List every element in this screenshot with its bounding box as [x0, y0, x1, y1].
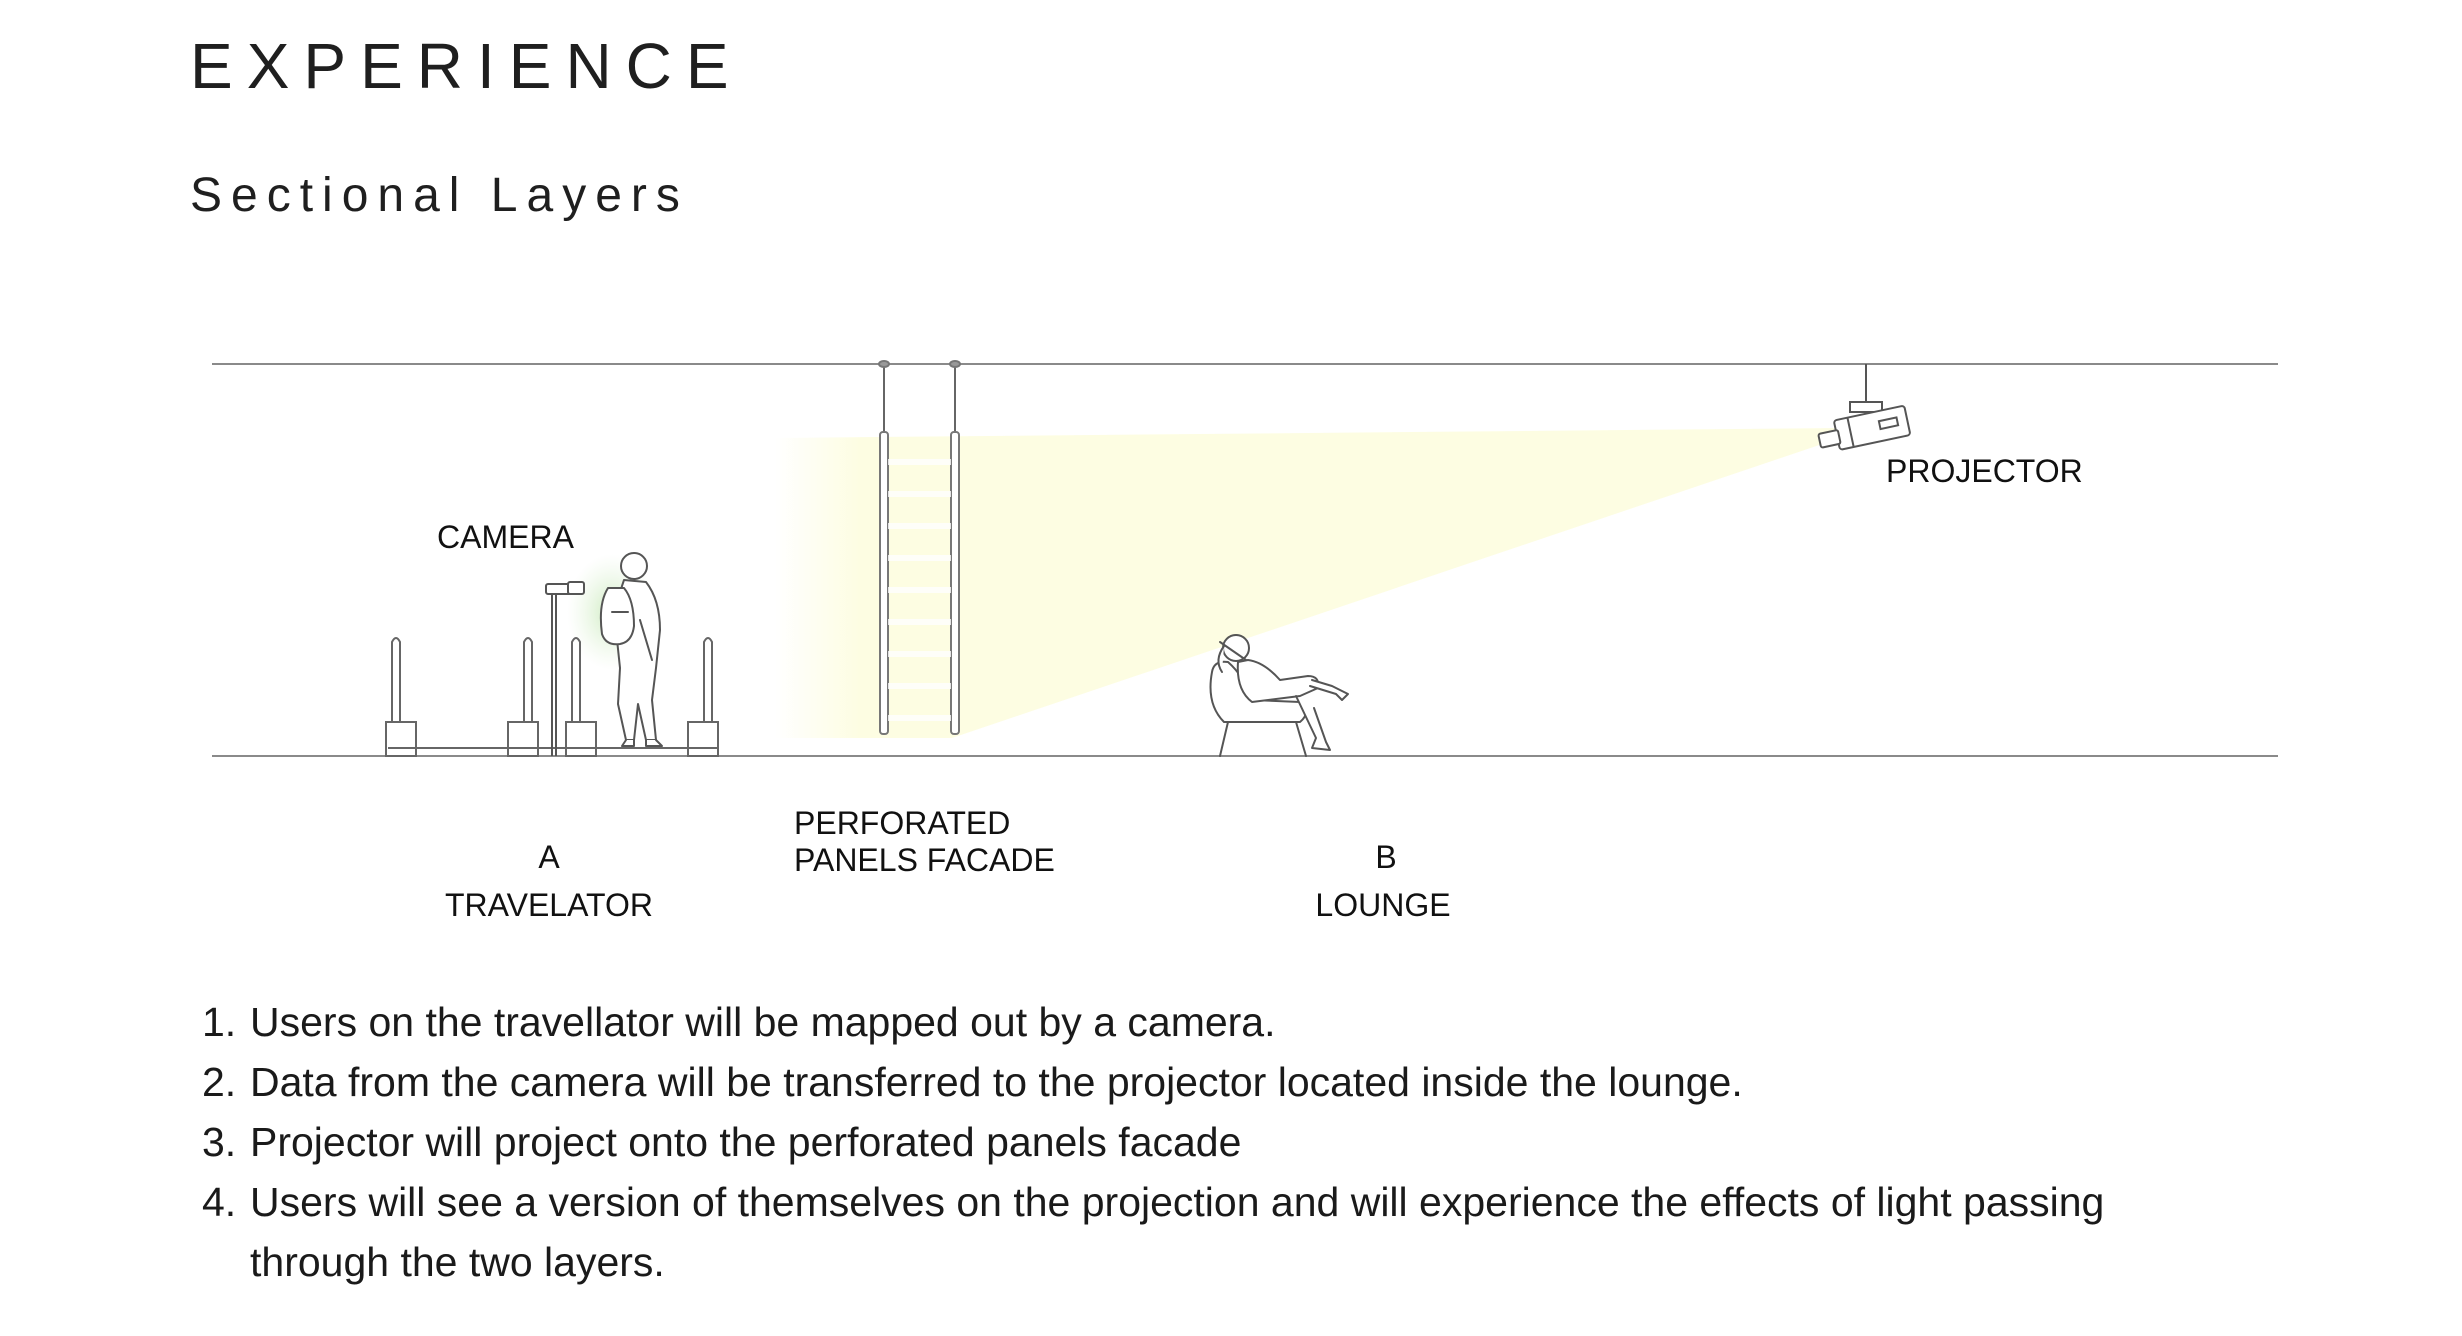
facade-label-line1: PERFORATED — [794, 805, 1011, 841]
projection-beam — [775, 428, 1840, 738]
projector-label: PROJECTOR — [1886, 453, 2083, 489]
page-title: EXPERIENCE — [190, 30, 743, 102]
travelator-label: TRAVELATOR — [444, 887, 654, 923]
list-item: 2. Data from the camera will be transfer… — [190, 1052, 2250, 1112]
steps-list: 1. Users on the travellator will be mapp… — [190, 992, 2250, 1292]
list-item: 1. Users on the travellator will be mapp… — [190, 992, 2250, 1052]
facade-perforation-slats — [888, 459, 951, 721]
lounge-letter: B — [1375, 839, 1397, 875]
step-text: Users on the travellator will be mapped … — [250, 999, 1276, 1045]
facade-label-line2: PANELS FACADE — [794, 842, 1055, 878]
step-text: Users will see a version of themselves o… — [250, 1179, 2105, 1285]
step-number: 1. — [202, 999, 237, 1045]
standing-person-figure — [599, 552, 663, 747]
page-subtitle: Sectional Layers — [190, 169, 689, 222]
perforated-panels-facade — [878, 360, 961, 735]
camera-icon — [545, 581, 585, 756]
step-text: Projector will project onto the perforat… — [250, 1119, 1242, 1165]
camera-label: CAMERA — [437, 519, 574, 555]
step-number: 3. — [202, 1119, 237, 1165]
seated-person-figure — [1209, 634, 1349, 757]
lounge-label: LOUNGE — [1315, 887, 1451, 923]
step-text: Data from the camera will be transferred… — [250, 1059, 1743, 1105]
projector-icon — [1817, 364, 1911, 451]
step-number: 4. — [202, 1179, 237, 1225]
list-item: 3. Projector will project onto the perfo… — [190, 1112, 2250, 1172]
travelator-letter: A — [538, 839, 560, 875]
step-number: 2. — [202, 1059, 237, 1105]
section-diagram — [212, 360, 2278, 757]
list-item: 4. Users will see a version of themselve… — [190, 1172, 2250, 1292]
